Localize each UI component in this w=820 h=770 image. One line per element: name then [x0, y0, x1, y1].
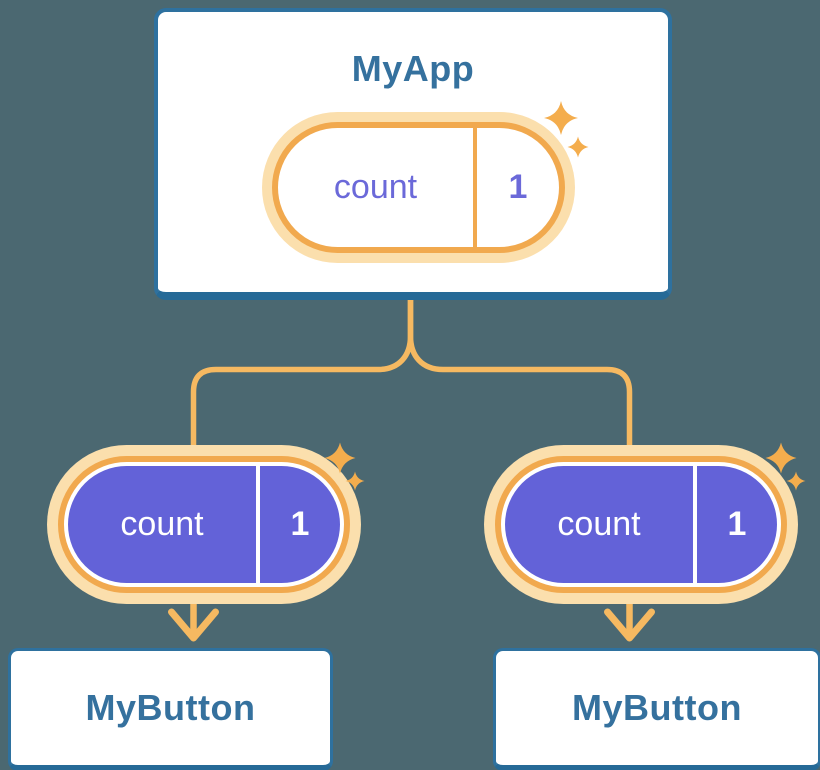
- state-value: 1: [508, 168, 528, 206]
- state-value: 1: [290, 505, 310, 543]
- pill-divider: [473, 128, 477, 247]
- state-pill-ring: count 1: [58, 456, 350, 593]
- pill-divider: [693, 466, 697, 583]
- sparkles-icon: [544, 101, 589, 158]
- pill-divider: [256, 466, 260, 583]
- sparkle-large-icon: [544, 101, 578, 135]
- state-key-label: count: [120, 505, 204, 543]
- state-pill-core: count 1: [505, 466, 777, 583]
- child-component-card: MyButton: [8, 648, 333, 770]
- state-pill: count 1: [262, 112, 575, 263]
- sparkle-small-icon: [345, 471, 365, 491]
- sparkles-icon: [324, 442, 365, 491]
- state-pill: count 1: [47, 445, 361, 604]
- sparkle-small-icon: [786, 471, 806, 491]
- sparkle-small-icon: [567, 136, 589, 158]
- state-pill-ring: count 1: [272, 122, 565, 253]
- component-title: MyButton: [85, 687, 256, 728]
- child-component-card: MyButton: [493, 648, 820, 770]
- state-pill: count 1: [484, 445, 798, 604]
- component-title: MyApp: [351, 48, 475, 89]
- connector-branch-right: [407, 281, 633, 453]
- component-title: MyButton: [572, 687, 742, 728]
- state-key-label: count: [333, 168, 418, 206]
- state-value: 1: [727, 505, 747, 543]
- state-key-label: count: [557, 505, 641, 543]
- sparkles-icon: [765, 442, 806, 491]
- state-pill-core: count 1: [68, 466, 340, 583]
- sparkle-large-icon: [765, 442, 797, 474]
- state-pill-ring: count 1: [495, 456, 787, 593]
- connector-branch-left: [190, 281, 414, 453]
- sparkle-large-icon: [324, 442, 356, 474]
